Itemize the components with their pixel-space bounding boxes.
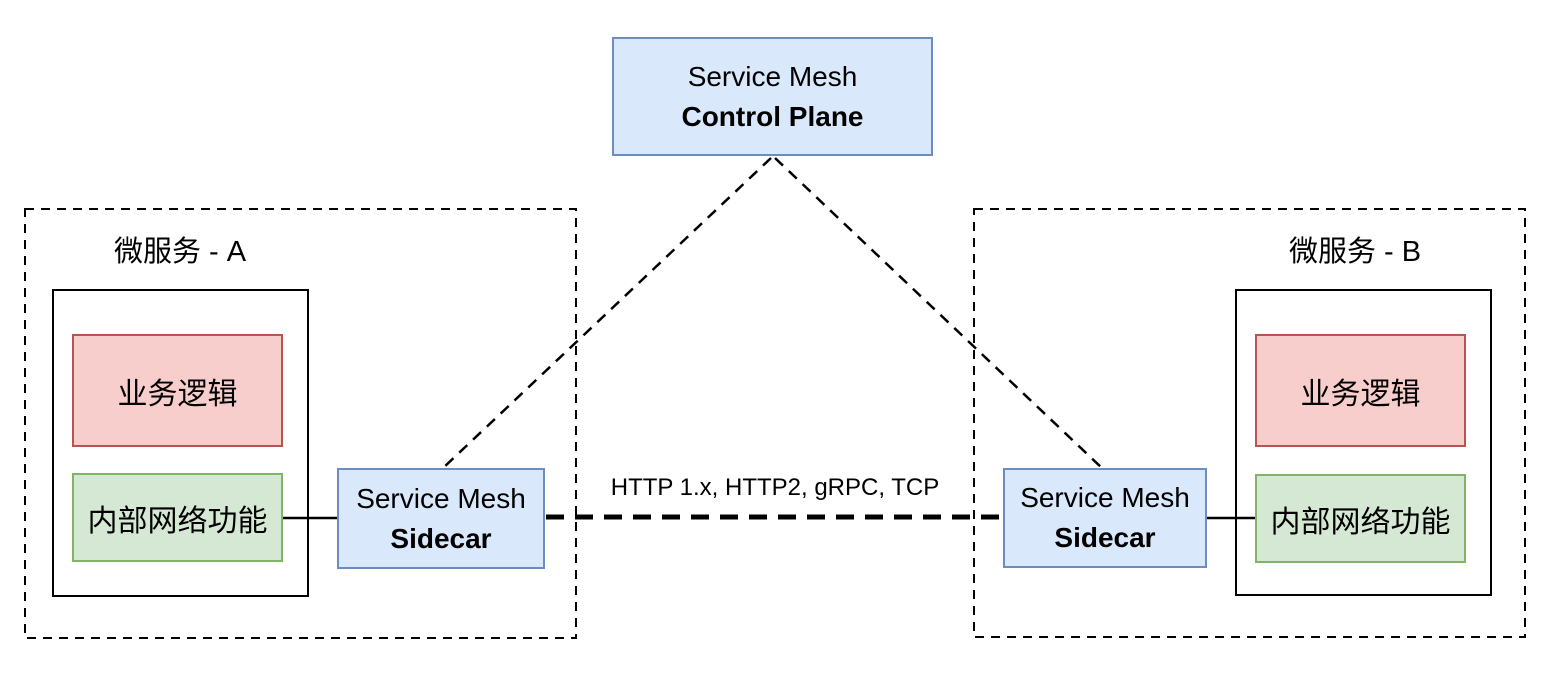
microservice-a-sidecar-box: Service Mesh Sidecar	[337, 468, 545, 569]
control-plane-label-line1: Service Mesh	[687, 60, 858, 92]
sidecar-b-label-line1: Service Mesh	[1020, 482, 1190, 514]
control-plane-to-sidecar-b-link	[774, 157, 1104, 470]
microservice-b-title: 微服务 - B	[1288, 236, 1422, 268]
microservice-b-business-logic-box: 业务逻辑	[1255, 334, 1466, 447]
microservice-a-internal-network-box: 内部网络功能	[72, 473, 283, 562]
microservice-b-internal-network-box: 内部网络功能	[1255, 474, 1466, 563]
sidecar-a-label-line1: Service Mesh	[356, 482, 526, 514]
control-plane-box: Service Mesh Control Plane	[612, 37, 933, 156]
control-plane-to-sidecar-a-link	[441, 157, 772, 470]
microservice-b-sidecar-box: Service Mesh Sidecar	[1003, 468, 1207, 568]
sidecar-b-label-line2: Sidecar	[1054, 522, 1156, 553]
microservice-a-title: 微服务 - A	[113, 236, 247, 268]
microservice-a-business-logic-box: 业务逻辑	[72, 334, 283, 447]
sidecar-a-label-line2: Sidecar	[390, 522, 492, 554]
traffic-protocols-label: HTTP 1.x, HTTP2, gRPC, TCP	[610, 474, 940, 501]
control-plane-label-line2: Control Plane	[681, 100, 864, 132]
